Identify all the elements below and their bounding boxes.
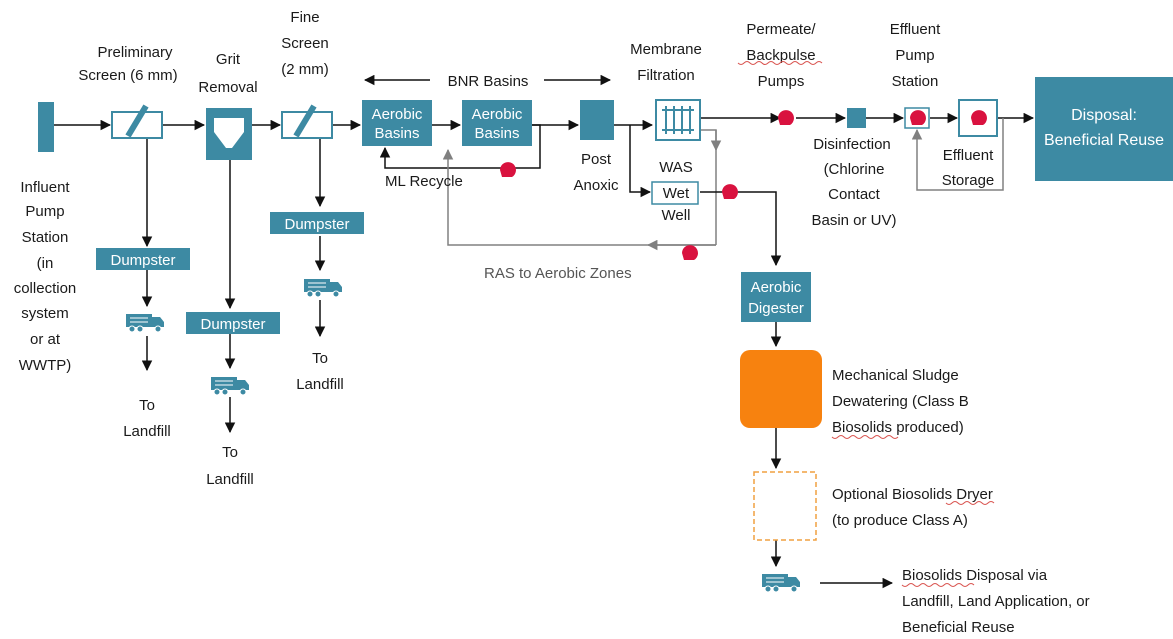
preliminary-screen-label-1: Preliminary [97,44,173,61]
effluent-storage-label-2: Storage [942,172,995,189]
membrane-filtration-label-1: Membrane [630,41,702,58]
post-anoxic-box [580,100,614,140]
dumpster-2-label: Dumpster [200,316,265,333]
was-pump-icon [722,184,738,199]
fine-screen-label-1: Fine [290,9,319,26]
influent-label: Influent Pump Station (in collection sys… [14,179,77,374]
aerobic-basins-2-box [462,100,532,146]
dryer-label-1: Optional Biosolids Dryer [832,486,993,503]
to-landfill-2-label-1: To [222,444,238,461]
aerobic-basins-1-label-1: Aerobic [372,106,423,123]
disinfection-box [847,108,866,128]
svg-text:WWTP): WWTP) [19,357,71,374]
to-landfill-2-label-2: Landfill [206,471,254,488]
biosolids-disposal-label-2: Landfill, Land Application, or [902,593,1090,610]
disinfection-label-1: Disinfection [813,136,891,153]
dewatering-box [740,350,822,428]
aerobic-basins-2-label-1: Aerobic [472,106,523,123]
svg-text:Pump: Pump [25,203,64,220]
aerobic-digester-label-1: Aerobic [751,279,802,296]
disposal-label-2: Beneficial Reuse [1044,132,1164,149]
dumpster-2 [186,312,280,334]
dumpster-1-label: Dumpster [110,252,175,269]
dryer-box [753,471,817,541]
dewatering-label-2: Dewatering (Class B [832,393,969,410]
effluent-pump-station-label-1: Effluent [890,21,941,38]
membrane-filtration-label-2: Filtration [637,67,695,84]
permeate-pumps-label-2: Backpulse [746,47,815,64]
aerobic-basins-1-label-2: Basins [374,125,419,142]
dumpster-3 [270,212,364,234]
effluent-pump-station-icon [904,107,930,129]
dryer-label-2: (to produce Class A) [832,512,968,529]
was-wet-well-box [651,181,699,205]
disinfection-label-4: Basin or UV) [811,212,896,229]
truck-icon-2 [210,376,250,396]
ras-label: RAS to Aerobic Zones [484,265,632,282]
disposal-label-1: Disposal: [1071,107,1137,124]
svg-text:(in: (in [37,255,54,272]
was-wet-well-label-3: Well [662,207,691,224]
truck-icon-3 [303,278,343,298]
to-landfill-1-label-1: To [139,397,155,414]
permeate-pump-icon [778,110,794,125]
dumpster-1 [96,248,190,270]
ras-pump-icon [682,245,698,260]
was-wet-well-label-1: WAS [659,159,693,176]
dewatering-label-1: Mechanical Sludge [832,367,959,384]
to-landfill-1-label-2: Landfill [123,423,171,440]
dewatering-label-3: Biosolids produced) [832,419,964,436]
grit-hopper-icon [206,108,252,160]
ml-recycle-pump-icon [500,162,516,177]
svg-text:collection: collection [14,280,77,297]
fine-screen-label-2: Screen [281,35,329,52]
aerobic-digester-label-2: Digester [748,300,804,317]
biosolids-disposal-label-3: Beneficial Reuse [902,619,1015,636]
disinfection-label-2: (Chlorine [824,161,885,178]
to-landfill-3-label-1: To [312,350,328,367]
was-wet-well-label-2: Wet [663,185,690,202]
effluent-storage-icon [958,99,998,137]
aerobic-basins-2-label-2: Basins [474,125,519,142]
aerobic-digester-box [741,272,811,322]
svg-text:or at: or at [30,331,61,348]
grit-removal-label-2: Removal [198,79,257,96]
svg-text:system: system [21,305,69,322]
post-anoxic-label-2: Anoxic [573,177,619,194]
effluent-storage-label-1: Effluent [943,147,994,164]
dumpster-3-label: Dumpster [284,216,349,233]
disposal-box [1035,77,1173,181]
truck-icon-4 [761,573,801,593]
preliminary-screen-label-2: Screen (6 mm) [78,67,177,84]
disinfection-label-3: Contact [828,186,881,203]
effluent-pump-station-label-2: Pump [895,47,934,64]
ml-recycle-label: ML Recycle [385,173,463,190]
svg-text:Station: Station [22,229,69,246]
bnr-basins-label: BNR Basins [448,73,529,90]
post-anoxic-label-1: Post [581,151,612,168]
membrane-icon [655,99,701,141]
truck-icon-1 [125,313,165,333]
aerobic-basins-1-box [362,100,432,146]
permeate-pumps-label-1: Permeate/ [746,21,816,38]
svg-text:Influent: Influent [20,179,70,196]
to-landfill-3-label-2: Landfill [296,376,344,393]
fine-screen-icon [281,104,333,139]
influent-pump-station-tank [38,102,54,152]
preliminary-screen-icon [111,104,163,139]
permeate-pumps-label-3: Pumps [758,73,805,90]
biosolids-disposal-label-1: Biosolids Disposal via [902,567,1048,584]
fine-screen-label-3: (2 mm) [281,61,329,78]
effluent-pump-station-label-3: Station [892,73,939,90]
grit-removal-label-1: Grit [216,51,241,68]
